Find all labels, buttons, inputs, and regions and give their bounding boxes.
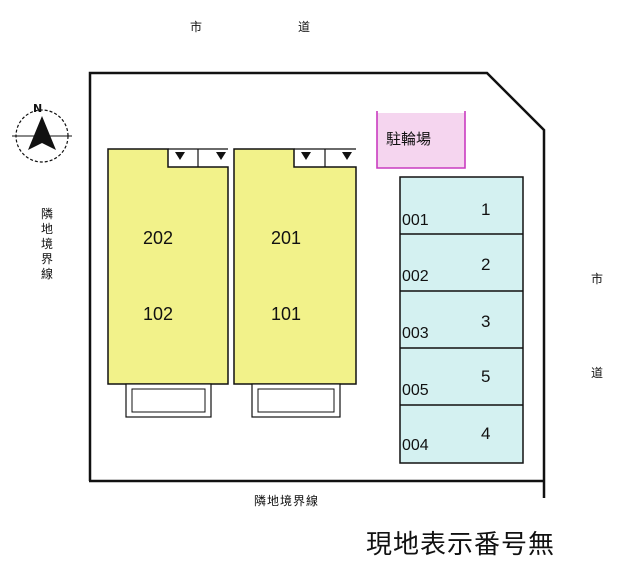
parking-area (399, 176, 524, 464)
entrance-arrow-icon (175, 152, 185, 160)
parking-space-number: 3 (481, 312, 491, 331)
unit-label: 101 (271, 304, 302, 324)
entrance-arrow-icon (342, 152, 352, 160)
parking-space-number: 5 (481, 367, 491, 386)
parking-space-code: 004 (402, 437, 429, 454)
parking-space-number: 1 (481, 200, 491, 219)
caption: 現地表示番号無 (366, 530, 556, 560)
parking-space-number: 4 (481, 424, 491, 443)
boundary-label-left: 隣地境界線 (40, 207, 53, 281)
unit-label: 202 (143, 228, 174, 248)
parking-space-number: 2 (481, 255, 491, 274)
road-label-top: 市道 (190, 20, 407, 34)
parking-space-code: 001 (402, 212, 429, 229)
road-label-right: 市道 (590, 272, 603, 380)
north-compass-icon (12, 109, 72, 163)
building-right (233, 148, 357, 418)
parking-space-code: 002 (402, 268, 429, 285)
bicycle-parking-label: 駐輪場 (386, 130, 432, 148)
unit-label: 102 (143, 304, 174, 324)
bicycle-parking (376, 111, 466, 169)
entrance-arrow-icon (216, 152, 226, 160)
north-label: N (33, 102, 43, 115)
unit-label: 201 (271, 228, 302, 248)
building-left (107, 148, 229, 418)
parking-space-code: 005 (402, 382, 429, 399)
entrance-arrow-icon (301, 152, 311, 160)
property-boundary (88, 71, 546, 498)
boundary-label-bottom: 隣地境界線 (254, 494, 320, 508)
parking-space-code: 003 (402, 325, 429, 342)
